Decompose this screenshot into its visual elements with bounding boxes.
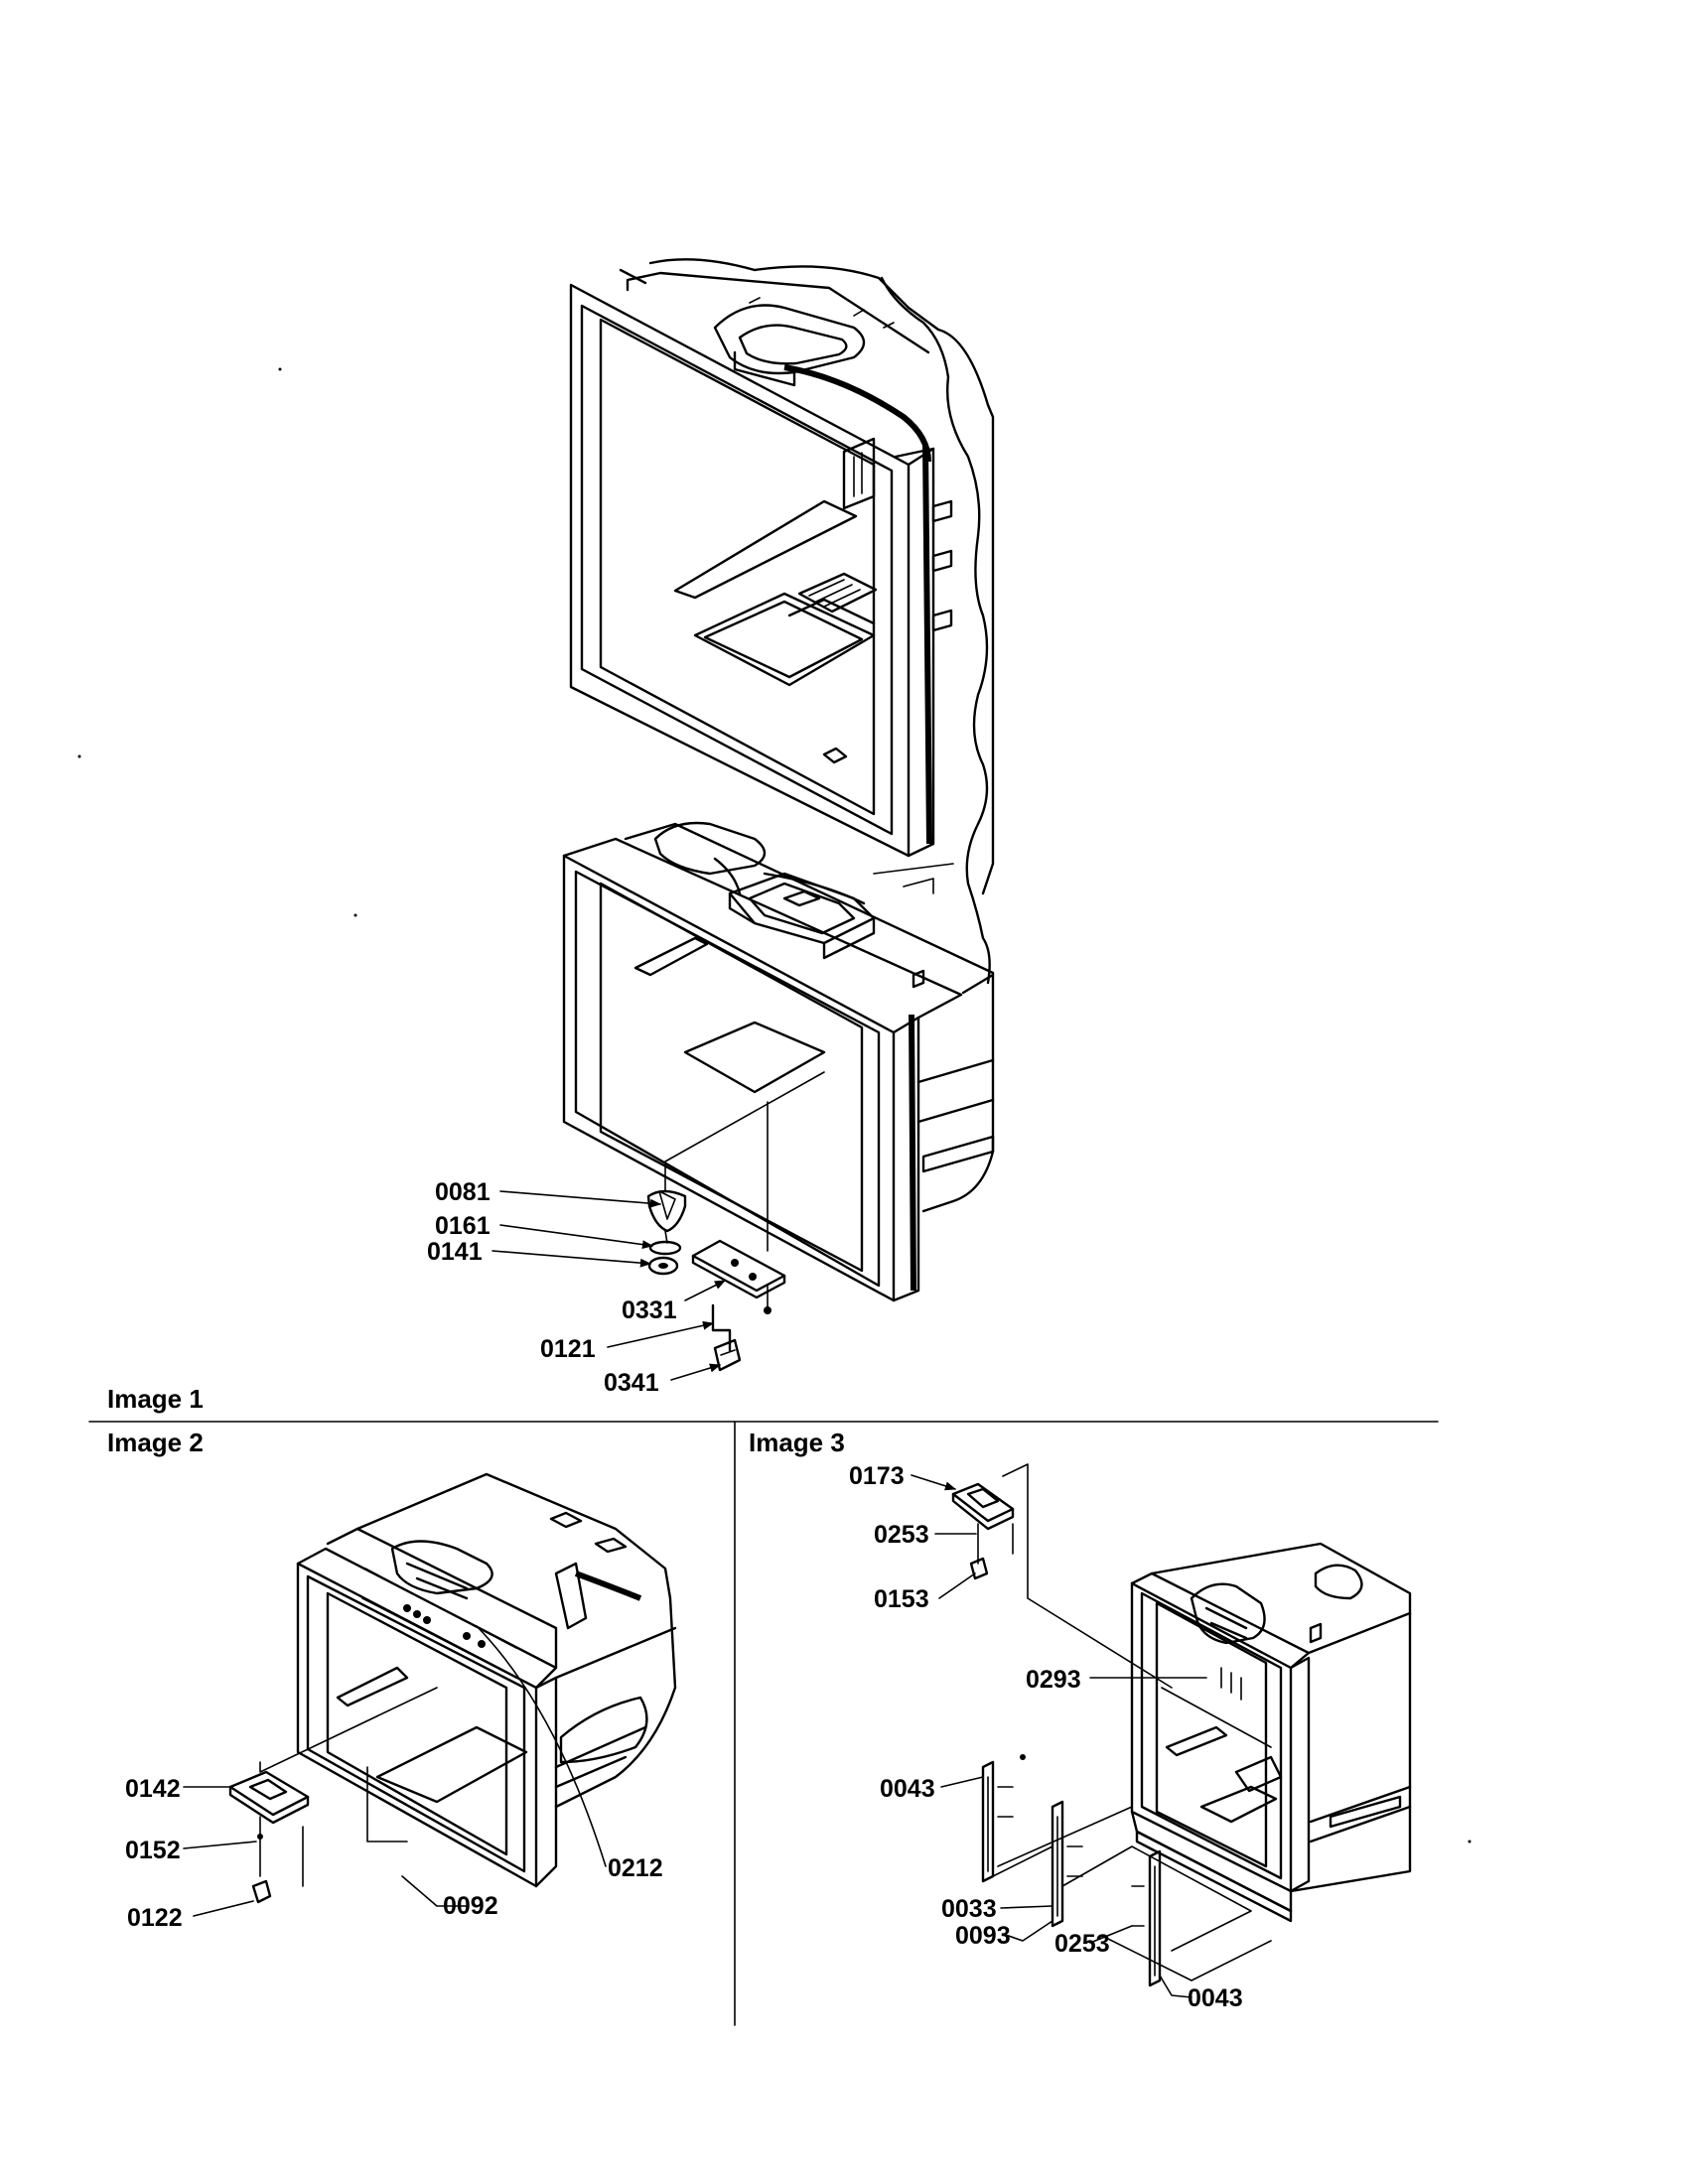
image3-panel: Image 3 xyxy=(749,1428,1412,2012)
callout-0331: 0331 xyxy=(622,1297,677,1324)
callout-0173: 0173 xyxy=(849,1462,905,1490)
callout-0253-bottom: 0253 xyxy=(1054,1930,1110,1958)
freezer-liner-illustration xyxy=(296,1472,677,1888)
callout-0153: 0153 xyxy=(874,1585,929,1613)
callout-0142: 0142 xyxy=(125,1775,181,1803)
callout-0253-top: 0253 xyxy=(874,1521,929,1549)
hinge-parts xyxy=(951,1463,1173,1689)
callout-0161: 0161 xyxy=(435,1212,491,1240)
cutaway-edge xyxy=(880,276,991,985)
rail-parts xyxy=(981,1754,1272,1987)
image1-panel: 0081 0161 0141 0331 0121 0341 Image 1 xyxy=(107,258,995,1414)
callout-0212: 0212 xyxy=(608,1854,663,1882)
panel-title-image2: Image 2 xyxy=(107,1428,204,1457)
callout-0152: 0152 xyxy=(125,1837,181,1864)
freezer-drain-parts xyxy=(228,1687,438,1904)
panel-title-image1: Image 1 xyxy=(107,1384,204,1414)
callout-0033: 0033 xyxy=(941,1895,997,1923)
callout-0092: 0092 xyxy=(443,1892,498,1920)
callout-0122: 0122 xyxy=(127,1904,183,1932)
drain-assembly-parts xyxy=(646,1189,786,1372)
callout-0093: 0093 xyxy=(955,1922,1011,1950)
image2-panel: Image 2 xyxy=(107,1428,677,1932)
callout-0141: 0141 xyxy=(427,1238,483,1266)
upper-liner-illustration xyxy=(569,258,995,895)
callout-0043-bottom: 0043 xyxy=(1188,1984,1243,2012)
callout-0293: 0293 xyxy=(1026,1666,1081,1694)
panel-title-image3: Image 3 xyxy=(749,1428,845,1457)
callout-0121: 0121 xyxy=(540,1335,596,1363)
callout-0043-left: 0043 xyxy=(880,1775,935,1803)
callout-0341: 0341 xyxy=(604,1369,659,1397)
callout-0081: 0081 xyxy=(435,1178,491,1206)
cabinet-illustration xyxy=(1130,1542,1412,1923)
lower-liner-illustration xyxy=(562,821,995,1302)
